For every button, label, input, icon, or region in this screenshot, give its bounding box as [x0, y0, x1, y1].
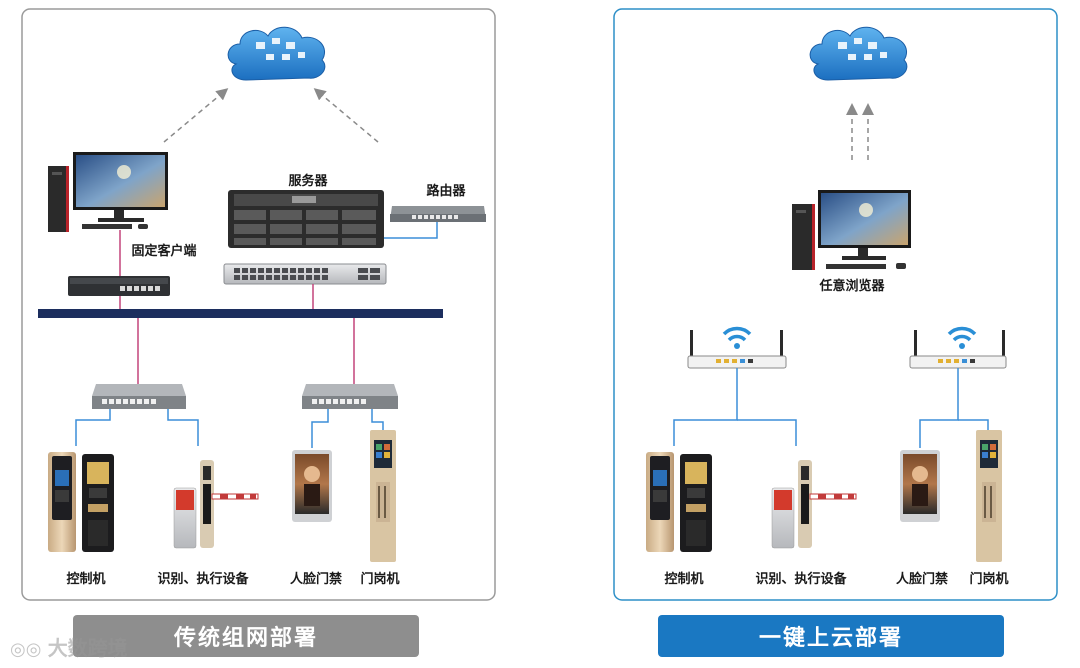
any-browser-label: 任意浏览器 [819, 279, 885, 294]
switch-face-link [311, 409, 329, 448]
gate-machine-label: 门岗机 [360, 572, 400, 587]
desktop-computer-icon [48, 152, 168, 232]
router-icon [390, 206, 486, 222]
desktop-computer-icon [792, 190, 911, 270]
watermark-logo: ◎◎ 大数跨境 [10, 632, 128, 661]
traditional-deployment-banner: 传统组网部署 [73, 615, 419, 657]
controller-kiosk-icon [48, 452, 114, 552]
recognition-label: 识别、执行设备 [755, 572, 847, 587]
upload-arrow-server [313, 88, 379, 143]
access-switch-icon [302, 384, 398, 409]
watermark-text: 大数跨境 [47, 636, 128, 660]
gate-post-machine-icon [370, 430, 396, 562]
face-access-terminal-icon [292, 450, 332, 522]
cloud-icon [227, 26, 326, 81]
upload-arrow-client [163, 88, 229, 143]
controller-label: 控制机 [664, 572, 704, 587]
network-switch-icon [68, 276, 170, 296]
wifi-router-icon [909, 326, 1007, 369]
controller-label: 控制机 [66, 572, 106, 587]
router-recognition-link [737, 419, 797, 446]
server-label: 服务器 [288, 174, 328, 189]
network-bus [38, 309, 443, 318]
router-gate-link [958, 419, 989, 430]
barrier-gate-icon [771, 460, 857, 549]
cloud-icon [809, 26, 908, 81]
controller-kiosk-icon [646, 452, 712, 552]
router-face-link [919, 368, 959, 448]
rack-switch-icon [223, 263, 387, 285]
gate-machine-label: 门岗机 [969, 572, 1009, 587]
barrier-gate-icon [173, 460, 259, 549]
face-access-terminal-icon [900, 450, 940, 522]
watermark-icon: ◎◎ [10, 639, 48, 660]
gate-post-machine-icon [976, 430, 1002, 562]
router-server-link [384, 222, 438, 239]
right-panel-border [613, 8, 1058, 601]
recognition-label: 识别、执行设备 [157, 572, 249, 587]
router-label: 路由器 [426, 184, 466, 199]
server-icon [228, 190, 384, 248]
switch-gate-link [371, 409, 384, 430]
access-switch-icon [92, 384, 186, 409]
router-controller-link [673, 368, 738, 446]
face-access-label: 人脸门禁 [895, 572, 949, 587]
switch-recognition-link [167, 409, 199, 446]
cloud-deployment-banner: 一键上云部署 [658, 615, 1004, 657]
face-access-label: 人脸门禁 [289, 572, 343, 587]
fixed-client-label: 固定客户端 [131, 244, 197, 259]
wifi-router-icon [687, 326, 787, 369]
switch-controller-link [75, 409, 111, 446]
